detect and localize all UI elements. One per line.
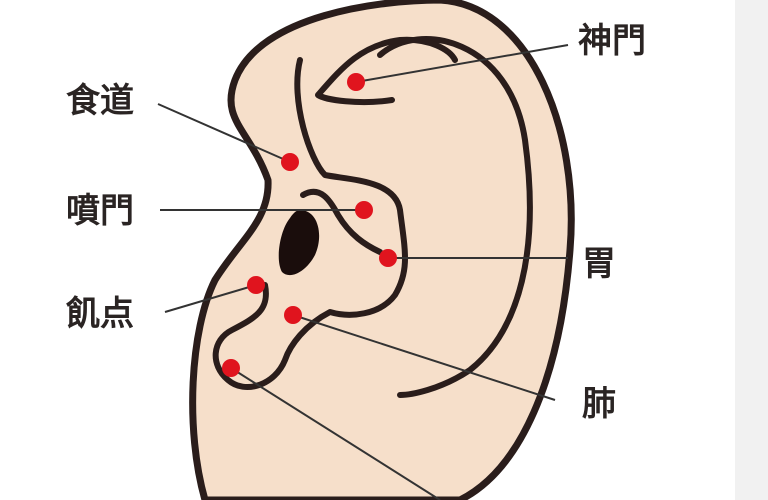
label-funmon: 噴門 (66, 191, 134, 231)
point-hai (284, 306, 302, 324)
point-kiten (247, 276, 265, 294)
point-i (379, 249, 397, 267)
leader-line-kiten (164, 284, 257, 313)
point-shenmen (347, 73, 365, 91)
point-bottom (222, 359, 240, 377)
label-hai: 肺 (582, 384, 616, 424)
helix-crus (300, 188, 383, 255)
leader-line-shokudo (157, 103, 291, 163)
antihelix (212, 57, 408, 391)
side-panel (735, 0, 768, 500)
leader-line-shenmen (355, 44, 569, 83)
point-shokudo (281, 153, 299, 171)
triangular-fossa (315, 36, 458, 106)
point-funmon (355, 201, 373, 219)
label-i: 胃 (582, 244, 616, 284)
label-shenmen: 神門 (578, 21, 646, 61)
leader-line-bottom (230, 367, 441, 500)
helix-ridge (377, 36, 533, 398)
leader-line-hai (292, 314, 556, 401)
ear-canal (278, 210, 320, 276)
label-shokudo: 食道 (66, 81, 134, 121)
label-kiten: 飢点 (66, 294, 134, 334)
